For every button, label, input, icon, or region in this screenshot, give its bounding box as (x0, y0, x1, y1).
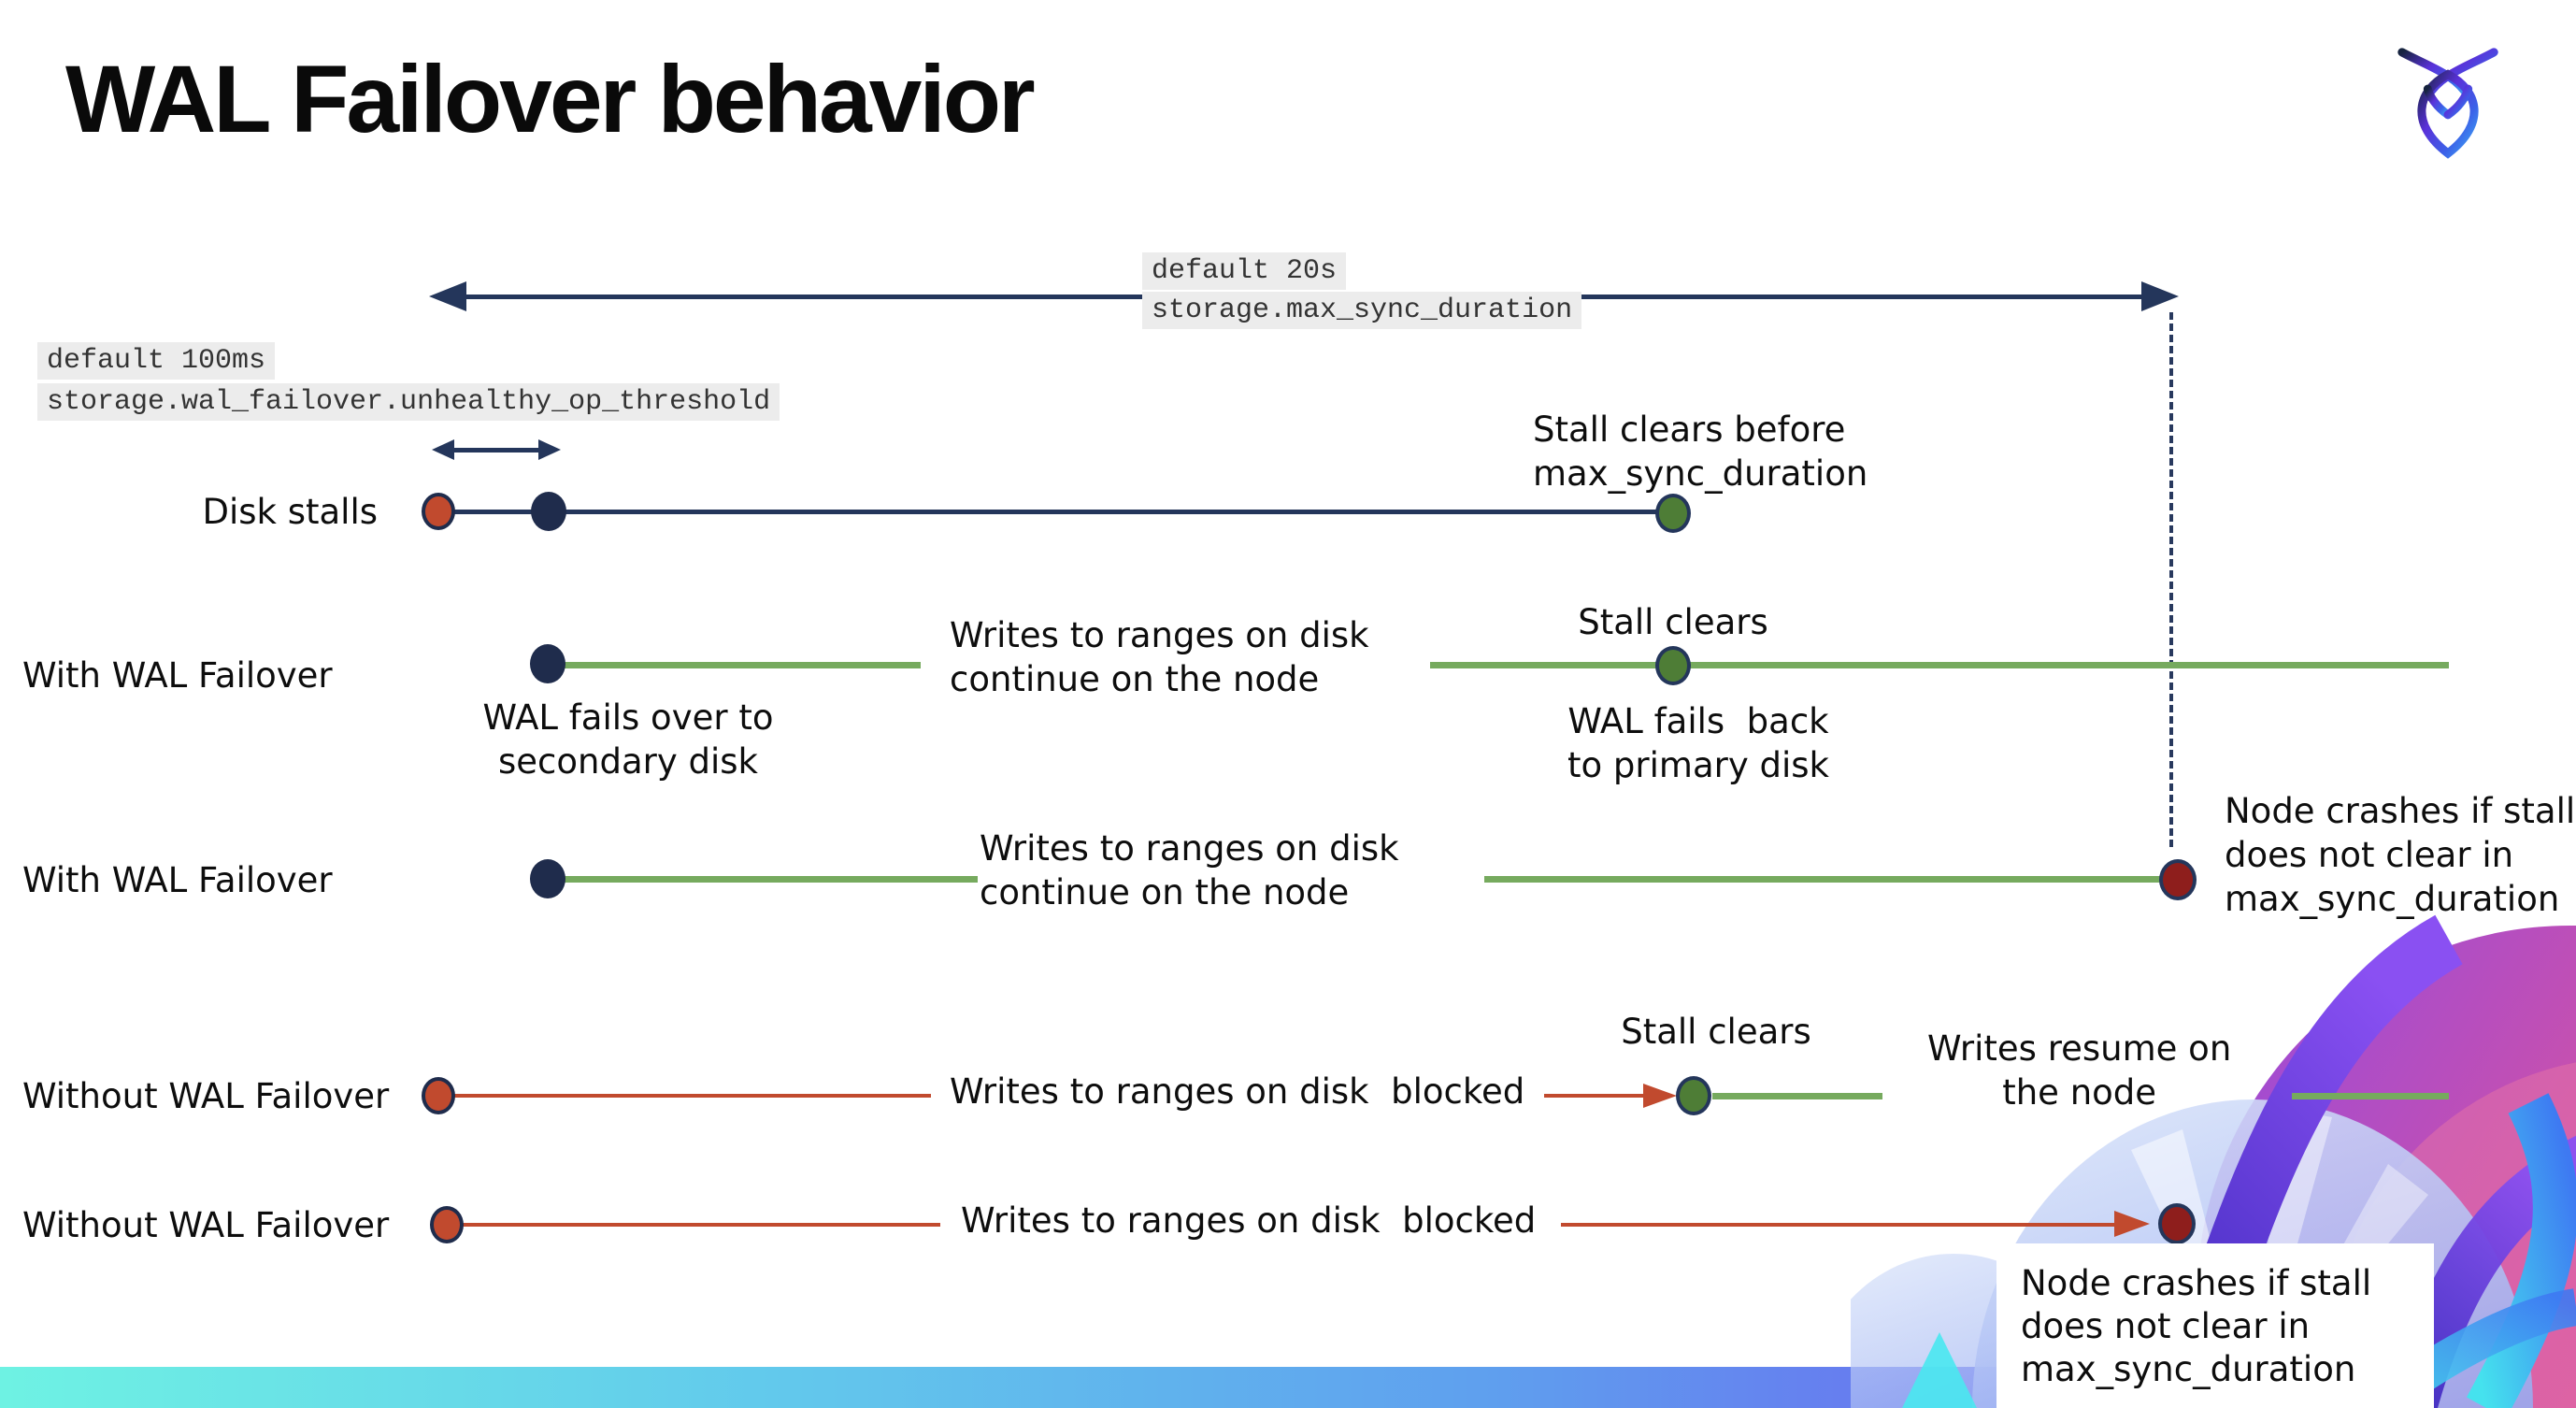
writes-resume-line2: the node (2002, 1072, 2157, 1113)
writes-continue-label: Writes to ranges on disk continue on the… (980, 826, 1399, 914)
arrowhead-right-icon (538, 439, 561, 460)
wal-fails-over-label: WAL fails over to secondary disk (454, 696, 802, 783)
arrowhead-right-icon (2141, 281, 2179, 311)
disk-stall-start-dot (422, 1077, 455, 1114)
writes-blocked-line (460, 1223, 940, 1227)
node-crashes-label: Node crashes if stall does not clear in … (2225, 789, 2575, 921)
writes-continue-label: Writes to ranges on disk continue on the… (950, 613, 1369, 701)
writes-blocked-arrow-line (1561, 1223, 2114, 1227)
writes-blocked-label: Writes to ranges on disk blocked (961, 1200, 1537, 1241)
writes-continue-line (561, 662, 921, 668)
writes-blocked-arrow-line (1544, 1094, 1647, 1098)
wal-fails-back-label: WAL fails back to primary disk (1544, 699, 1853, 787)
node-crashes-line3: max_sync_duration (2225, 879, 2560, 919)
arrowhead-right-icon (2114, 1211, 2150, 1237)
row-disk-stalls-label: Disk stalls (202, 492, 378, 532)
stall-clears-before-line1: Stall clears before (1533, 409, 1846, 450)
row-with-wal-failover-1-label: With WAL Failover (22, 655, 333, 696)
unhealthy-op-threshold-arrow-line (452, 448, 542, 453)
node-crashes-line2: does not clear in (2225, 835, 2514, 875)
writes-continue-line (1430, 662, 2449, 668)
writes-continue-line1: Writes to ranges on disk (950, 615, 1369, 655)
default-100ms-chip: default 100ms (37, 342, 276, 380)
writes-blocked-line (452, 1094, 931, 1098)
writes-continue-line2: continue on the node (950, 659, 1320, 699)
node-crashes-label: Node crashes if stall does not clear in … (2021, 1262, 2371, 1391)
node-crash-dot (2158, 1203, 2196, 1244)
wal-fails-over-line1: WAL fails over to (482, 697, 774, 738)
writes-continue-line1: Writes to ranges on disk (980, 828, 1399, 869)
node-crashes-line1: Node crashes if stall (2021, 1263, 2372, 1303)
writes-continue-line (1484, 876, 2167, 883)
arrowhead-left-icon (429, 281, 466, 311)
writes-resume-line1: Writes resume on (1927, 1028, 2232, 1069)
stall-clears-dot (1655, 646, 1691, 685)
page-title: WAL Failover behavior (65, 46, 1036, 152)
node-crashes-line1: Node crashes if stall (2225, 791, 2576, 831)
stall-clears-label: Stall clears (1578, 602, 1768, 642)
disk-stall-start-dot (430, 1206, 464, 1243)
stall-clears-before-line2: max_sync_duration (1533, 453, 1868, 494)
failover-trigger-dot (530, 859, 565, 898)
failover-threshold-dot (531, 492, 566, 531)
row-with-wal-failover-2-label: With WAL Failover (22, 860, 333, 900)
default-20s-chip: default 20s (1142, 252, 1347, 290)
max-sync-duration-deadline-dashed-line (2169, 312, 2173, 847)
arrowhead-left-icon (432, 439, 454, 460)
writes-blocked-label: Writes to ranges on disk blocked (950, 1071, 1525, 1112)
cockroach-logo-icon (2397, 48, 2498, 159)
row-without-wal-failover-2-label: Without WAL Failover (22, 1205, 390, 1245)
writes-continue-line2: continue on the node (980, 872, 1350, 912)
writes-resume-line (1712, 1093, 1882, 1099)
failover-trigger-dot (530, 644, 565, 683)
node-crash-dot (2159, 859, 2197, 900)
wal-fails-back-line1: WAL fails back (1567, 701, 1829, 741)
unhealthy-op-threshold-setting-chip: storage.wal_failover.unhealthy_op_thresh… (37, 383, 780, 421)
writes-resume-label: Writes resume on the node (1927, 1027, 2231, 1114)
wal-fails-over-line2: secondary disk (498, 741, 758, 782)
disk-stall-start-dot (422, 493, 455, 530)
stall-clears-dot (1676, 1076, 1711, 1115)
arrowhead-right-icon (1643, 1084, 1677, 1108)
row-without-wal-failover-1-label: Without WAL Failover (22, 1076, 390, 1116)
stall-clears-label: Stall clears (1621, 1012, 1811, 1052)
max-sync-duration-setting-chip: storage.max_sync_duration (1142, 292, 1582, 329)
node-crashes-line3: max_sync_duration (2021, 1349, 2356, 1389)
node-crashes-line2: does not clear in (2021, 1306, 2311, 1346)
stall-clears-before-label: Stall clears before max_sync_duration (1533, 408, 1868, 496)
stall-clears-dot (1655, 494, 1691, 533)
writes-resume-line (2292, 1093, 2449, 1099)
wal-fails-back-line2: to primary disk (1567, 745, 1829, 785)
disk-stalls-timeline-line (441, 510, 1673, 514)
writes-continue-line (561, 876, 978, 883)
node-crashes-callout-box: Node crashes if stall does not clear in … (1996, 1243, 2434, 1408)
